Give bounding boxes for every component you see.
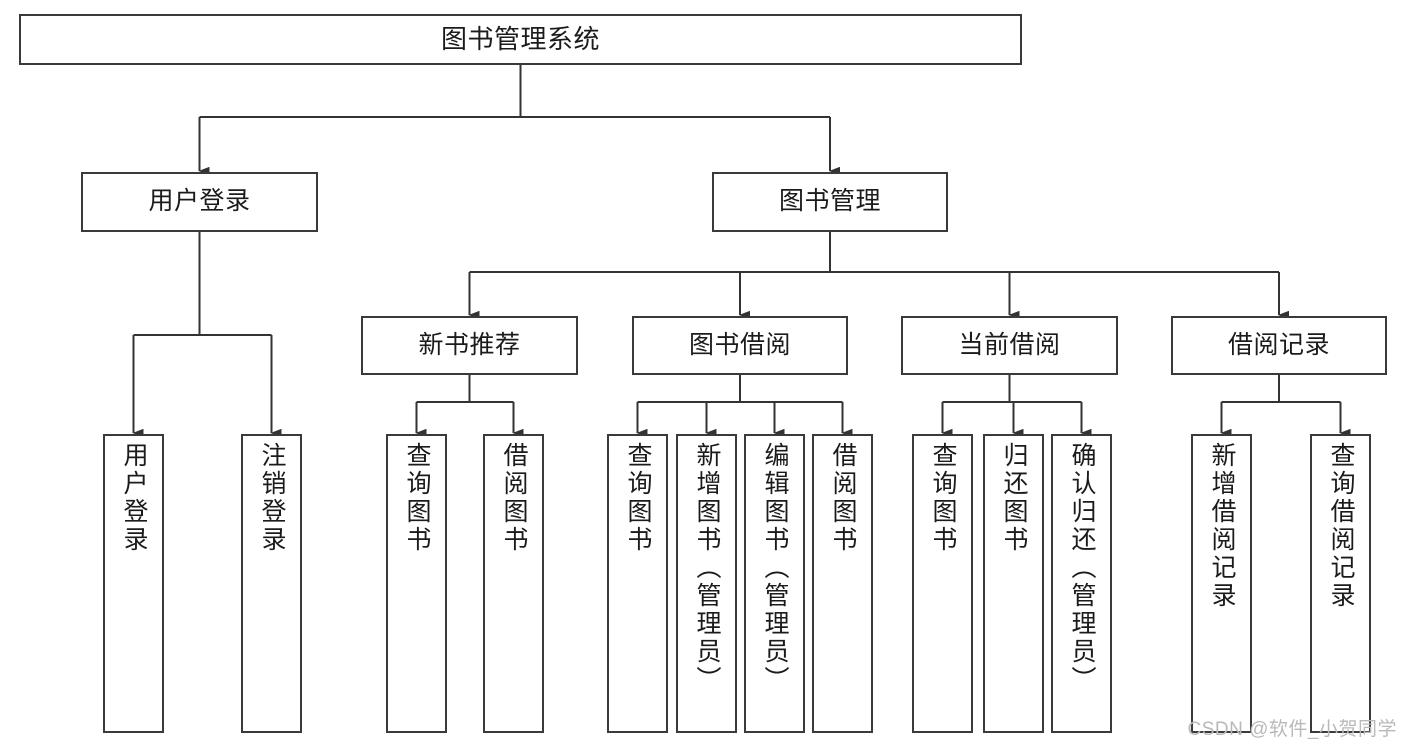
node-label: 注销登录	[258, 442, 286, 554]
node-leaf-query-book-2[interactable]: 查询图书	[607, 434, 668, 733]
node-book-borrow[interactable]: 图书借阅	[632, 316, 848, 375]
node-label: 查询图书	[403, 442, 431, 554]
node-label: 新书推荐	[418, 330, 521, 359]
watermark-label: CSDN @软件_小贺同学	[1187, 719, 1397, 740]
node-leaf-query-record[interactable]: 查询借阅记录	[1310, 434, 1371, 733]
node-current-borrow[interactable]: 当前借阅	[901, 316, 1118, 375]
node-label: 借阅图书	[500, 442, 528, 554]
edge-paths	[132, 65, 1351, 438]
node-leaf-borrow-book-1[interactable]: 借阅图书	[483, 434, 544, 733]
node-label: 新增图书（管理员）	[693, 442, 721, 694]
node-leaf-add-book[interactable]: 新增图书（管理员）	[676, 434, 737, 733]
node-leaf-borrow-book-2[interactable]: 借阅图书	[812, 434, 873, 733]
node-leaf-user-logout[interactable]: 注销登录	[241, 434, 302, 733]
node-label: 借阅记录	[1227, 330, 1330, 359]
node-label: 图书管理系统	[440, 24, 600, 55]
node-label: 确认归还（管理员）	[1068, 442, 1096, 694]
node-label: 当前借阅	[958, 330, 1061, 359]
node-label: 图书管理	[778, 187, 881, 216]
node-leaf-query-book-3[interactable]: 查询图书	[912, 434, 973, 733]
node-label: 查询图书	[929, 442, 957, 554]
node-leaf-return-book[interactable]: 归还图书	[983, 434, 1044, 733]
node-book-manage[interactable]: 图书管理	[712, 172, 948, 232]
node-label: 用户登录	[120, 442, 148, 554]
node-leaf-confirm-return[interactable]: 确认归还（管理员）	[1051, 434, 1112, 733]
node-label: 查询图书	[624, 442, 652, 554]
node-borrow-record[interactable]: 借阅记录	[1171, 316, 1387, 375]
node-new-book-rec[interactable]: 新书推荐	[361, 316, 578, 375]
node-root[interactable]: 图书管理系统	[19, 14, 1022, 65]
node-label: 图书借阅	[688, 330, 791, 359]
node-label: 归还图书	[1000, 442, 1028, 554]
node-label: 用户登录	[148, 187, 251, 216]
node-leaf-edit-book[interactable]: 编辑图书（管理员）	[744, 434, 805, 733]
node-leaf-user-login[interactable]: 用户登录	[103, 434, 164, 733]
node-user-login[interactable]: 用户登录	[81, 172, 318, 232]
node-label: 编辑图书（管理员）	[761, 442, 789, 694]
node-leaf-add-record[interactable]: 新增借阅记录	[1191, 434, 1252, 733]
node-label: 新增借阅记录	[1208, 442, 1236, 610]
node-label: 借阅图书	[829, 442, 857, 554]
node-leaf-query-book-1[interactable]: 查询图书	[386, 434, 447, 733]
node-label: 查询借阅记录	[1327, 442, 1355, 610]
